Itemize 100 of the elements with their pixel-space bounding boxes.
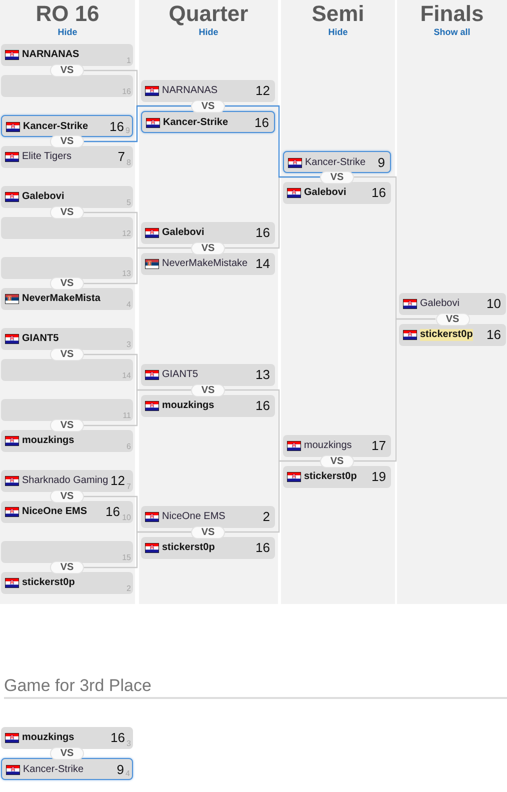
team-slot: [283, 150, 391, 172]
bracket-line: [84, 105, 191, 142]
score: 13: [256, 366, 270, 382]
team-name: Kancer-Strike: [23, 121, 88, 133]
score: 16: [254, 114, 269, 130]
team-slot: [141, 506, 275, 528]
team-name: mouzkings: [304, 440, 352, 452]
team-slot: [1, 146, 133, 168]
score: 16: [256, 224, 270, 240]
team-slot: [141, 222, 275, 244]
team-slot: [141, 536, 275, 558]
bracket-line: [225, 105, 320, 178]
team-name: stickerst0p: [420, 328, 473, 340]
team-name: Galebovi: [304, 186, 346, 198]
team-slot: [141, 364, 275, 386]
team-name: Kancer-Strike: [305, 156, 366, 168]
score: 10: [486, 296, 501, 310]
team-name: mouzkings: [22, 732, 74, 744]
bracket-line: [225, 460, 320, 533]
team-slot: [1, 727, 133, 749]
team-slot: [399, 324, 506, 346]
team-slot: [1, 470, 133, 492]
team-slot: [1, 501, 133, 523]
score: 16: [106, 504, 120, 519]
team-name: Galebovi: [22, 191, 64, 203]
score: 14: [256, 256, 270, 270]
team-name: GIANT5: [22, 333, 59, 345]
column-heading: RO 16: [36, 2, 100, 26]
score: 9: [378, 154, 385, 170]
team-name: Kancer-Strike: [163, 116, 228, 128]
score: 9: [116, 762, 124, 777]
team-name: NARNANAS: [22, 49, 80, 61]
team-name: mouzkings: [22, 435, 74, 447]
team-slot: [1, 115, 133, 137]
vs-badge: VS: [50, 348, 84, 361]
team-name: NeverMakeMistake: [162, 258, 248, 270]
hide-link: Hide: [328, 27, 348, 38]
bracket-line: [84, 247, 191, 284]
bracket-line: [84, 389, 191, 426]
team-slot: [1, 288, 133, 310]
vs-badge: VS: [50, 277, 84, 290]
empty-slot: [1, 359, 133, 381]
hide-link: Hide: [58, 27, 78, 38]
empty-slot: [1, 217, 133, 239]
team-name: stickerst0p: [22, 577, 75, 589]
vs-badge: VS: [50, 135, 84, 148]
vs-badge: VS: [50, 747, 84, 760]
team-slot: [1, 430, 133, 452]
empty-slot: [1, 541, 133, 563]
team-name: NeverMakeMista: [22, 293, 100, 305]
column-heading: Quarter: [168, 2, 248, 26]
column-heading: Semi: [312, 2, 364, 26]
vs-badge: VS: [50, 561, 84, 574]
team-name: NARNANAS: [162, 84, 218, 96]
team-slot: [1, 572, 133, 594]
score: 12: [110, 473, 125, 488]
team-name: stickerst0p: [304, 470, 357, 482]
vs-badge: VS: [50, 206, 84, 219]
show-all-link: Show all: [434, 27, 470, 38]
team-name: GIANT5: [162, 368, 198, 380]
score: 16: [110, 730, 125, 745]
score: 12: [256, 82, 270, 98]
score: 16: [256, 540, 270, 554]
score: 7: [118, 149, 125, 164]
score: 16: [372, 184, 386, 200]
team-slot: [1, 186, 133, 208]
team-slot: [283, 182, 391, 204]
team-name: Elite Tigers: [22, 151, 72, 163]
team-slot: [1, 44, 133, 66]
team-slot: [283, 466, 391, 488]
team-name: Kancer-Strike: [23, 764, 84, 776]
team-name: Galebovi: [420, 298, 460, 310]
bracket-line: [354, 318, 436, 462]
team-slot: [141, 110, 275, 132]
team-slot: [283, 434, 391, 456]
score: 16: [110, 119, 124, 134]
section-heading: Game for 3rd Place: [4, 676, 152, 696]
team-slot: [141, 252, 275, 274]
team-slot: [141, 394, 275, 416]
score: 17: [372, 438, 386, 452]
vs-badge: VS: [50, 419, 84, 432]
team-name: mouzkings: [162, 400, 214, 412]
empty-slot: [1, 257, 133, 279]
score: 16: [486, 326, 501, 342]
hide-link: Hide: [198, 27, 218, 38]
score: 2: [262, 508, 270, 524]
score: 19: [372, 468, 386, 484]
team-name: Sharknado Gaming: [22, 475, 108, 487]
team-slot: [399, 292, 506, 314]
team-slot: [1, 758, 133, 780]
team-slot: [141, 80, 275, 102]
column-heading: Finals: [420, 2, 484, 26]
bracket-line: [84, 531, 191, 568]
team-name: Galebovi: [162, 226, 204, 238]
empty-slot: [1, 399, 133, 421]
vs-badge: VS: [50, 64, 84, 77]
team-name: NiceOne EMS: [22, 506, 88, 518]
score: 16: [256, 398, 270, 412]
empty-slot: [1, 75, 133, 97]
team-name: stickerst0p: [162, 542, 215, 554]
